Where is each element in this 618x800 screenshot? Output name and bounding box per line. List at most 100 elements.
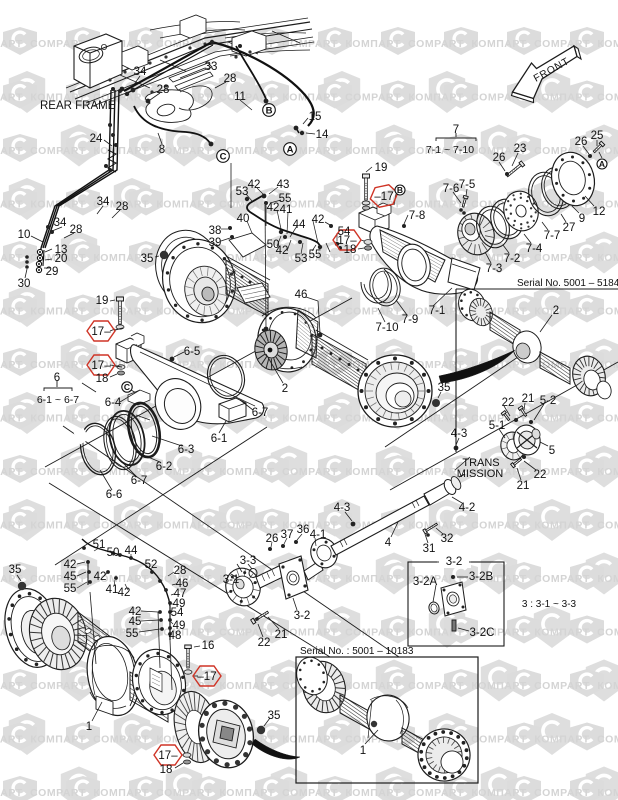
svg-text:33: 33 — [205, 61, 218, 73]
svg-text:КОМПАРТ: КОМПАРТ — [471, 787, 526, 799]
svg-text:26: 26 — [266, 533, 279, 545]
svg-text:COMPART: COMPART — [471, 413, 527, 425]
svg-text:41: 41 — [280, 204, 293, 216]
svg-text:51: 51 — [93, 539, 106, 551]
svg-text:55: 55 — [64, 583, 77, 595]
svg-text:49: 49 — [173, 598, 186, 610]
svg-text:12: 12 — [593, 206, 606, 218]
svg-text:6-4: 6-4 — [105, 397, 122, 409]
svg-text:19: 19 — [375, 162, 388, 174]
svg-text:29: 29 — [46, 266, 59, 278]
svg-text:КОМПАРТ: КОМПАРТ — [345, 573, 400, 585]
svg-text:COMPART: COMPART — [0, 199, 23, 211]
svg-text:КОМПАРТ: КОМПАРТ — [597, 38, 618, 50]
svg-text:42: 42 — [276, 245, 289, 257]
svg-text:28: 28 — [174, 565, 187, 577]
svg-text:35: 35 — [268, 710, 281, 722]
svg-text:2: 2 — [282, 383, 288, 395]
svg-text:21: 21 — [517, 480, 530, 492]
svg-text:42: 42 — [267, 202, 280, 214]
svg-text:COMPART: COMPART — [0, 734, 23, 746]
svg-text:7-5: 7-5 — [459, 179, 476, 191]
svg-text:48: 48 — [169, 630, 182, 642]
svg-text:42: 42 — [64, 559, 77, 571]
svg-text:КОМПАРТ: КОМПАРТ — [0, 359, 23, 371]
svg-text:COMPART: COMPART — [471, 734, 527, 746]
svg-text:55: 55 — [279, 193, 292, 205]
svg-text:REAR FRAME: REAR FRAME — [40, 100, 116, 112]
svg-text:COMPART: COMPART — [219, 306, 275, 318]
svg-text:4: 4 — [385, 537, 392, 549]
svg-text:47: 47 — [174, 588, 187, 600]
svg-text:55: 55 — [309, 249, 322, 261]
svg-text:КОМПАРТ: КОМПАРТ — [345, 38, 400, 50]
svg-text:18: 18 — [96, 373, 109, 385]
svg-text:COMPART: COMPART — [219, 520, 275, 532]
svg-text:КОМПАРТ: КОМПАРТ — [30, 92, 85, 104]
svg-text:COMPART: COMPART — [534, 787, 590, 799]
svg-text:COMPART: COMPART — [93, 199, 149, 211]
svg-text:6-3: 6-3 — [178, 444, 195, 456]
svg-text:17–: 17– — [91, 326, 111, 338]
svg-text:КОМПАРТ: КОМПАРТ — [534, 520, 589, 532]
svg-text:19: 19 — [96, 295, 109, 307]
svg-text:2: 2 — [553, 305, 559, 317]
svg-text:COMPART: COMPART — [534, 573, 590, 585]
svg-text:КОМПАРТ: КОМПАРТ — [219, 466, 274, 478]
svg-text:COMPART: COMPART — [408, 787, 464, 799]
svg-text:COMPART: COMPART — [156, 145, 212, 157]
svg-text:6: 6 — [54, 372, 60, 384]
svg-text:3-2: 3-2 — [446, 556, 463, 568]
svg-text:COMPART: COMPART — [597, 413, 618, 425]
svg-text:COMPART: COMPART — [30, 145, 86, 157]
svg-text:–17: –17 — [374, 191, 393, 203]
svg-text:A: A — [287, 144, 294, 155]
svg-text:КОМПАРТ: КОМПАРТ — [597, 466, 618, 478]
svg-text:КОМПАРТ: КОМПАРТ — [597, 787, 618, 799]
svg-text:КОМПАРТ: КОМПАРТ — [471, 573, 526, 585]
svg-text:B: B — [266, 105, 273, 116]
svg-text:42: 42 — [94, 571, 107, 583]
svg-text:КОМПАРТ: КОМПАРТ — [534, 734, 589, 746]
svg-text:22: 22 — [258, 637, 271, 649]
svg-text:4-3: 4-3 — [334, 502, 351, 514]
svg-text:5-2: 5-2 — [540, 395, 557, 407]
svg-text:28: 28 — [70, 224, 83, 236]
svg-text:24: 24 — [90, 133, 103, 145]
svg-text:54: 54 — [171, 607, 184, 619]
svg-text:3-3: 3-3 — [240, 555, 257, 567]
svg-text:7: 7 — [453, 124, 459, 136]
svg-text:COMPART: COMPART — [30, 466, 86, 478]
svg-text:43: 43 — [277, 179, 290, 191]
svg-text:5: 5 — [549, 445, 555, 457]
svg-text:КОМПАРТ: КОМПАРТ — [534, 413, 589, 425]
svg-text:18: 18 — [160, 764, 173, 776]
svg-text:КОМПАРТ: КОМПАРТ — [282, 413, 337, 425]
svg-text:КОМПАРТ: КОМПАРТ — [597, 252, 618, 264]
svg-text:COMPART: COMPART — [597, 520, 618, 532]
svg-text:COMPART: COMPART — [534, 252, 590, 264]
svg-text:7-3: 7-3 — [486, 263, 503, 275]
svg-text:B: B — [397, 185, 403, 195]
svg-text:COMPART: COMPART — [597, 92, 618, 104]
svg-text:7-9: 7-9 — [402, 314, 419, 326]
svg-text:55: 55 — [126, 628, 139, 640]
svg-text:7-1: 7-1 — [429, 305, 446, 317]
svg-text:COMPART: COMPART — [597, 627, 618, 639]
svg-text:КОМПАРТ: КОМПАРТ — [282, 199, 337, 211]
svg-text:26: 26 — [575, 136, 588, 148]
svg-text:34: 34 — [54, 217, 67, 229]
svg-text:КОМПАРТ: КОМПАРТ — [93, 573, 148, 585]
svg-text:COMPART: COMPART — [534, 680, 590, 692]
svg-text:КОМПАРТ: КОМПАРТ — [0, 466, 23, 478]
svg-text:42: 42 — [248, 179, 261, 191]
svg-text:–17: –17 — [197, 671, 216, 683]
svg-text:COMPART: COMPART — [30, 38, 86, 50]
svg-text:3 : 3-1 ~ 3-3: 3 : 3-1 ~ 3-3 — [522, 599, 577, 610]
svg-text:4-2: 4-2 — [459, 502, 476, 514]
svg-text:COMPART: COMPART — [30, 573, 86, 585]
svg-text:КОМПАРТ: КОМПАРТ — [0, 38, 23, 50]
svg-text:3-1: 3-1 — [223, 574, 240, 586]
svg-text:COMPART: COMPART — [282, 38, 338, 50]
svg-text:КОМПАРТ: КОМПАРТ — [93, 787, 148, 799]
